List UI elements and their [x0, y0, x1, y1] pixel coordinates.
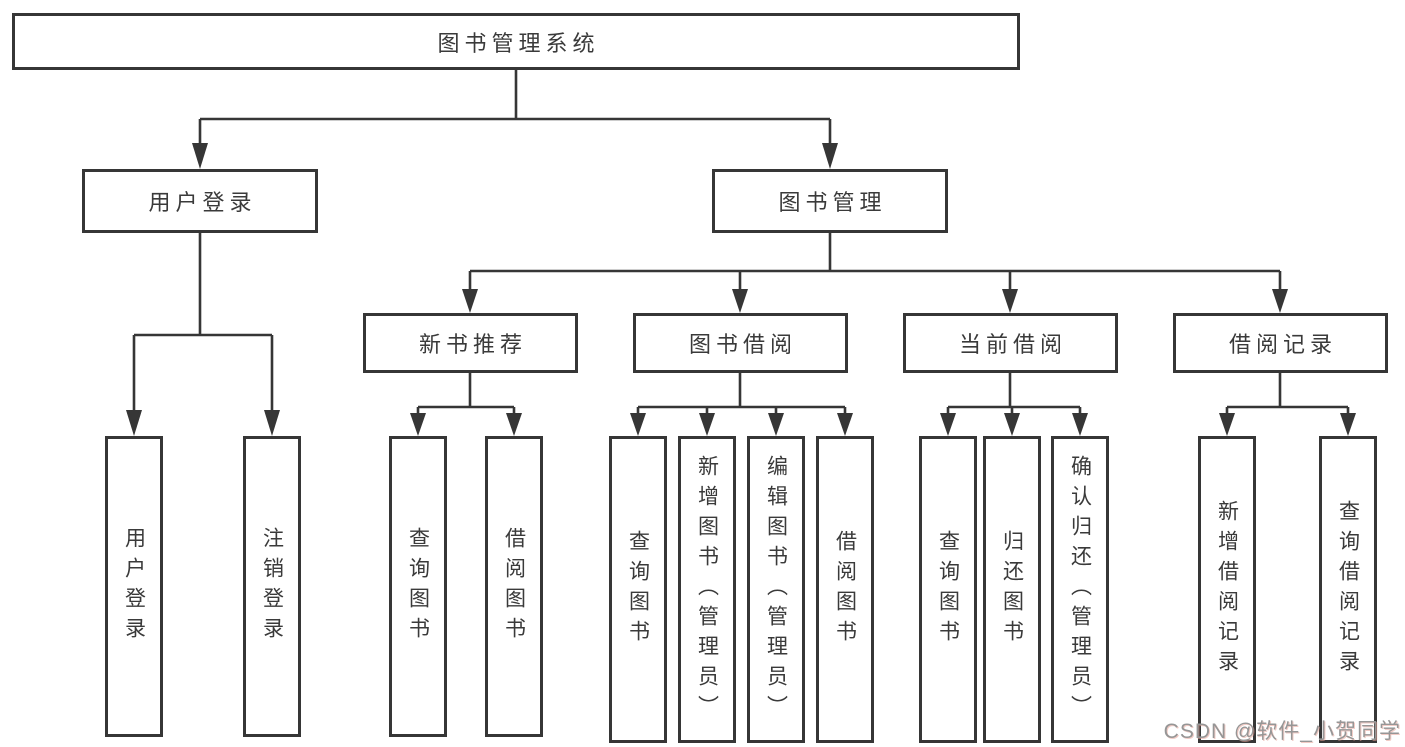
leaf-user-login: 用户登录: [105, 436, 163, 737]
leaf-edit-books-admin: 编辑图书（管理员）: [747, 436, 805, 743]
arrowhead: [410, 413, 426, 436]
arrowhead: [1002, 289, 1018, 313]
arrowhead: [768, 413, 784, 436]
node-label: 新书推荐: [418, 332, 527, 357]
node-book-management: 图书管理: [712, 169, 948, 233]
leaf-borrow-books: 借阅图书: [816, 436, 874, 743]
arrowhead: [822, 143, 838, 169]
node-label: 编辑图书（管理员）: [764, 454, 788, 725]
node-label: 确认归还（管理员）: [1068, 454, 1092, 725]
node-label: 归还图书: [1000, 529, 1024, 650]
leaf-confirm-return-admin: 确认归还（管理员）: [1051, 436, 1109, 743]
leaf-add-borrow-record: 新增借阅记录: [1198, 436, 1256, 743]
leaf-current-query-books: 查询图书: [919, 436, 977, 743]
arrowhead: [837, 413, 853, 436]
leaf-query-borrow-record: 查询借阅记录: [1319, 436, 1377, 743]
csdn-watermark: CSDN @软件_小贺同学: [1163, 720, 1401, 743]
node-label: 用户登录: [122, 526, 146, 647]
node-label: 当前借阅: [958, 332, 1067, 357]
arrowheads: [126, 143, 1356, 436]
node-label: 新增借阅记录: [1215, 499, 1239, 680]
node-label: 查询图书: [936, 529, 960, 650]
node-label: 查询借阅记录: [1336, 499, 1360, 680]
node-label: 查询图书: [626, 529, 650, 650]
node-borrowing-records: 借阅记录: [1173, 313, 1388, 373]
node-book-borrowing: 图书借阅: [633, 313, 848, 373]
node-current-borrowing: 当前借阅: [903, 313, 1118, 373]
arrowhead: [1340, 413, 1356, 436]
leaf-recommend-query-books: 查询图书: [389, 436, 447, 737]
arrowhead: [192, 143, 208, 169]
node-label: 新增图书（管理员）: [695, 454, 719, 725]
arrowhead: [462, 289, 478, 313]
leaf-logout: 注销登录: [243, 436, 301, 737]
node-label: 图书管理系统: [437, 30, 600, 56]
arrowhead: [1072, 413, 1088, 436]
arrowhead: [1004, 413, 1020, 436]
node-label: 借阅记录: [1228, 332, 1337, 357]
arrowhead: [699, 413, 715, 436]
leaf-recommend-borrow-books: 借阅图书: [485, 436, 543, 737]
node-label: 借阅图书: [833, 529, 857, 650]
leaf-borrow-query-books: 查询图书: [609, 436, 667, 743]
arrowhead: [940, 413, 956, 436]
node-label: 用户登录: [148, 190, 257, 215]
arrowhead: [506, 413, 522, 436]
arrowhead: [732, 289, 748, 313]
node-label: 图书管理: [778, 190, 887, 215]
leaf-add-books-admin: 新增图书（管理员）: [678, 436, 736, 743]
node-label: 注销登录: [260, 526, 284, 647]
arrowhead: [264, 410, 280, 436]
node-new-book-recommendation: 新书推荐: [363, 313, 578, 373]
node-system-root: 图书管理系统: [12, 13, 1020, 70]
arrowhead: [630, 413, 646, 436]
arrowhead: [1272, 289, 1288, 313]
node-label: 图书借阅: [688, 332, 797, 357]
arrowhead: [1219, 413, 1235, 436]
node-user-login: 用户登录: [82, 169, 318, 233]
leaf-return-books: 归还图书: [983, 436, 1041, 743]
node-label: 查询图书: [406, 526, 430, 647]
arrowhead: [126, 410, 142, 436]
node-label: 借阅图书: [502, 526, 526, 647]
